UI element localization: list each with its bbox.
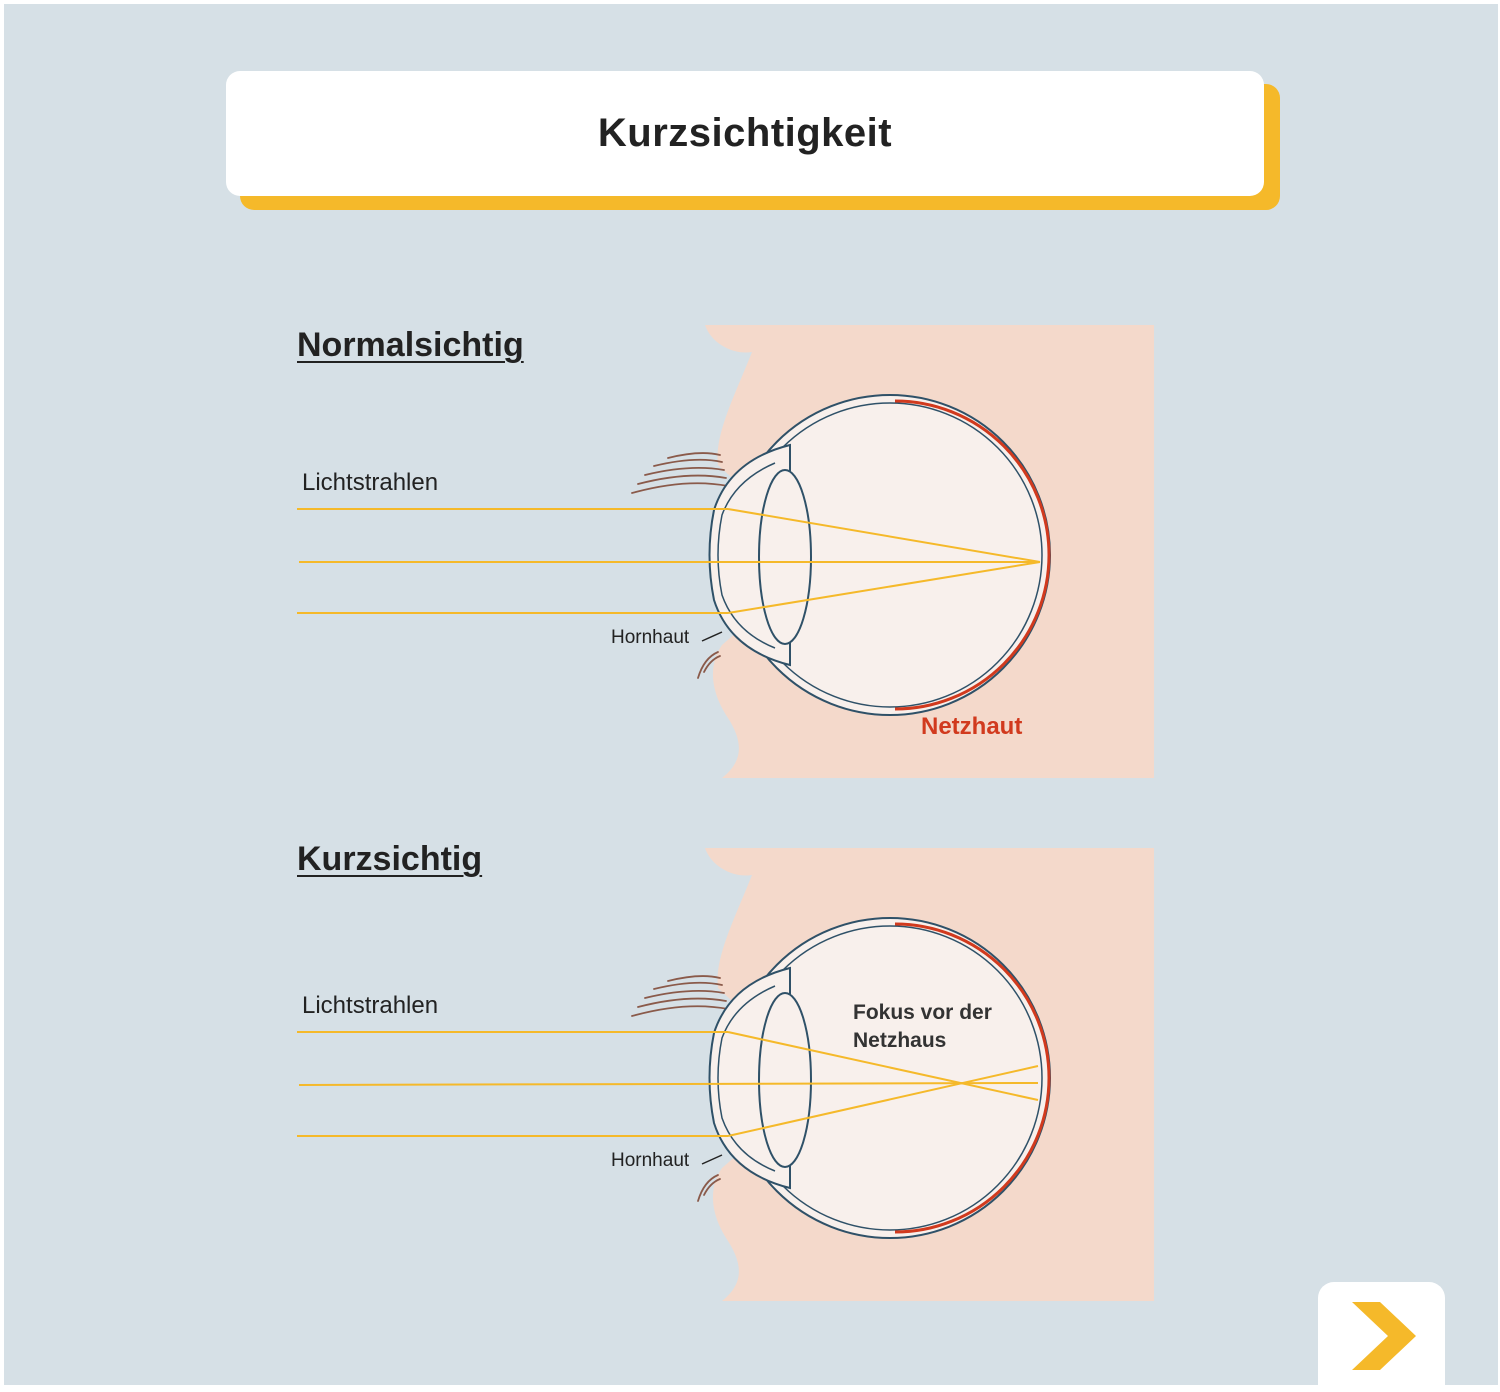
eyelashes-upper xyxy=(631,975,729,1017)
focus-label: Fokus vor der Netzhaus xyxy=(853,999,1023,1055)
ray-top-refracted xyxy=(727,1031,1039,1101)
retina-line xyxy=(894,399,1051,711)
rays-label-myopia: Lichtstrahlen xyxy=(302,992,439,1019)
cornea-pointer xyxy=(701,631,723,642)
heading-myopia: Kurzsichtig xyxy=(297,840,483,878)
ray-top-refracted xyxy=(727,508,1041,563)
eyelashes-upper xyxy=(631,452,729,494)
eye-illustration xyxy=(297,325,1154,778)
lens xyxy=(758,469,812,645)
cornea-inner xyxy=(717,462,776,649)
cornea-label-myopia: Hornhaut xyxy=(611,1150,690,1171)
ray-bottom-refracted xyxy=(727,1065,1039,1137)
cornea-inner xyxy=(717,985,776,1172)
chevron-right-icon xyxy=(1352,1302,1416,1370)
eyelashes-lower xyxy=(697,1174,721,1202)
cornea-label-normal: Hornhaut xyxy=(611,627,690,648)
retina-label: Netzhaut xyxy=(921,713,1023,740)
cornea-pointer xyxy=(701,1154,723,1165)
ray-middle xyxy=(298,1082,1039,1086)
page-title: Kurzsichtigkeit xyxy=(597,111,893,155)
heading-normal: Normalsichtig xyxy=(297,326,524,364)
focus-label-line2: Netzhaus xyxy=(853,1029,947,1052)
eye-illustration xyxy=(297,848,1154,1301)
ray-bottom-refracted xyxy=(727,561,1041,614)
lens xyxy=(758,992,812,1168)
focus-label-line1: Fokus vor der xyxy=(853,1001,992,1024)
title-box: Kurzsichtigkeit xyxy=(226,71,1264,196)
rays-label-normal: Lichtstrahlen xyxy=(302,469,439,496)
eyelashes-lower xyxy=(697,651,721,679)
next-button[interactable] xyxy=(1318,1282,1445,1392)
retina-line xyxy=(894,922,1051,1234)
